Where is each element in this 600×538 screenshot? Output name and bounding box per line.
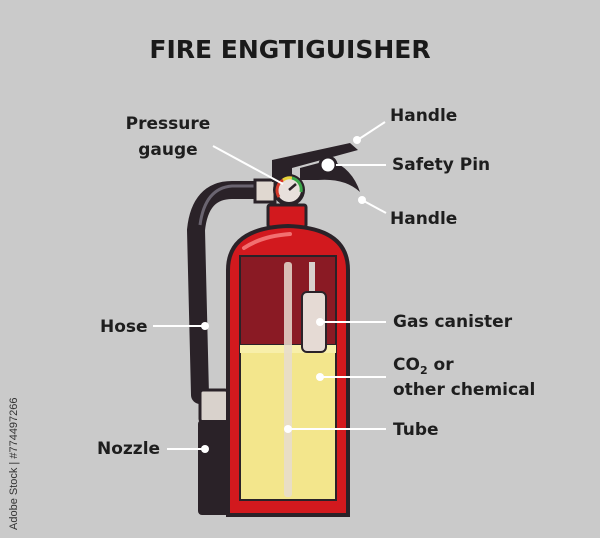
label-pressure-gauge-line1: Pressure (126, 114, 211, 134)
label-handle-top: Handle (390, 106, 457, 126)
label-other-chemical: other chemical (393, 380, 535, 400)
label-nozzle: Nozzle (97, 439, 160, 459)
nozzle (198, 388, 230, 515)
label-hose: Hose (100, 317, 148, 337)
label-co2: CO2 or (393, 355, 454, 377)
diagram-title: FIRE ENGTIGUISHER (149, 35, 430, 64)
label-safety-pin: Safety Pin (392, 155, 490, 175)
label-pressure-gauge-line2: gauge (138, 140, 197, 160)
handle-lever (272, 143, 360, 192)
siphon-tube (284, 262, 292, 497)
hose (186, 181, 279, 404)
stock-watermark: Adobe Stock | #774497266 (8, 397, 20, 530)
leader-lines (153, 121, 387, 453)
valve-neck (266, 203, 308, 229)
label-tube: Tube (393, 420, 439, 440)
safety-pin (318, 155, 338, 175)
label-gas-canister: Gas canister (393, 312, 513, 332)
cylinder-body (226, 223, 350, 517)
pressure-gauge (273, 174, 305, 206)
hose-connector (253, 178, 277, 204)
label-handle-bottom: Handle (390, 209, 457, 229)
